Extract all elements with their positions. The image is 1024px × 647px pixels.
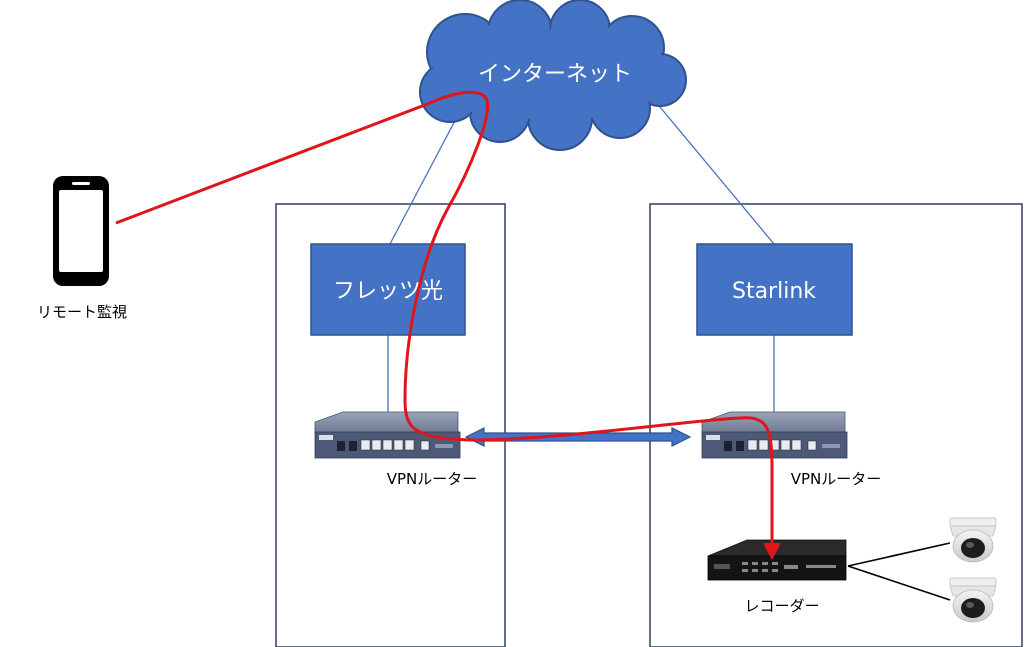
links bbox=[387, 94, 775, 412]
internet-label: インターネット bbox=[478, 62, 632, 87]
flets-label: フレッツ光 bbox=[333, 279, 443, 304]
flets-box: フレッツ光 bbox=[310, 243, 466, 336]
vpn-left-label: VPNルーター bbox=[387, 470, 478, 488]
remote-label: リモート監視 bbox=[37, 303, 127, 321]
internet-cloud: インターネット bbox=[419, 0, 687, 151]
link-internet-starlink bbox=[649, 94, 775, 245]
recorder-device bbox=[707, 539, 847, 581]
recorder-label: レコーダー bbox=[744, 597, 819, 615]
vpn-router-left bbox=[314, 411, 461, 459]
remote-route bbox=[115, 90, 774, 545]
smartphone-icon bbox=[53, 176, 109, 286]
left-site-frame bbox=[275, 203, 506, 647]
link-internet-flets bbox=[389, 114, 459, 245]
dome-camera-bottom bbox=[949, 577, 997, 623]
vpn-tunnel-arrow bbox=[464, 427, 692, 447]
dome-camera-top bbox=[949, 517, 997, 563]
remote-route-arrowhead bbox=[763, 543, 781, 560]
vpn-right-label: VPNルーター bbox=[791, 470, 882, 488]
starlink-label: Starlink bbox=[732, 279, 816, 304]
camera-links bbox=[847, 542, 951, 601]
starlink-box: Starlink bbox=[696, 243, 853, 336]
vpn-router-right bbox=[701, 411, 848, 459]
